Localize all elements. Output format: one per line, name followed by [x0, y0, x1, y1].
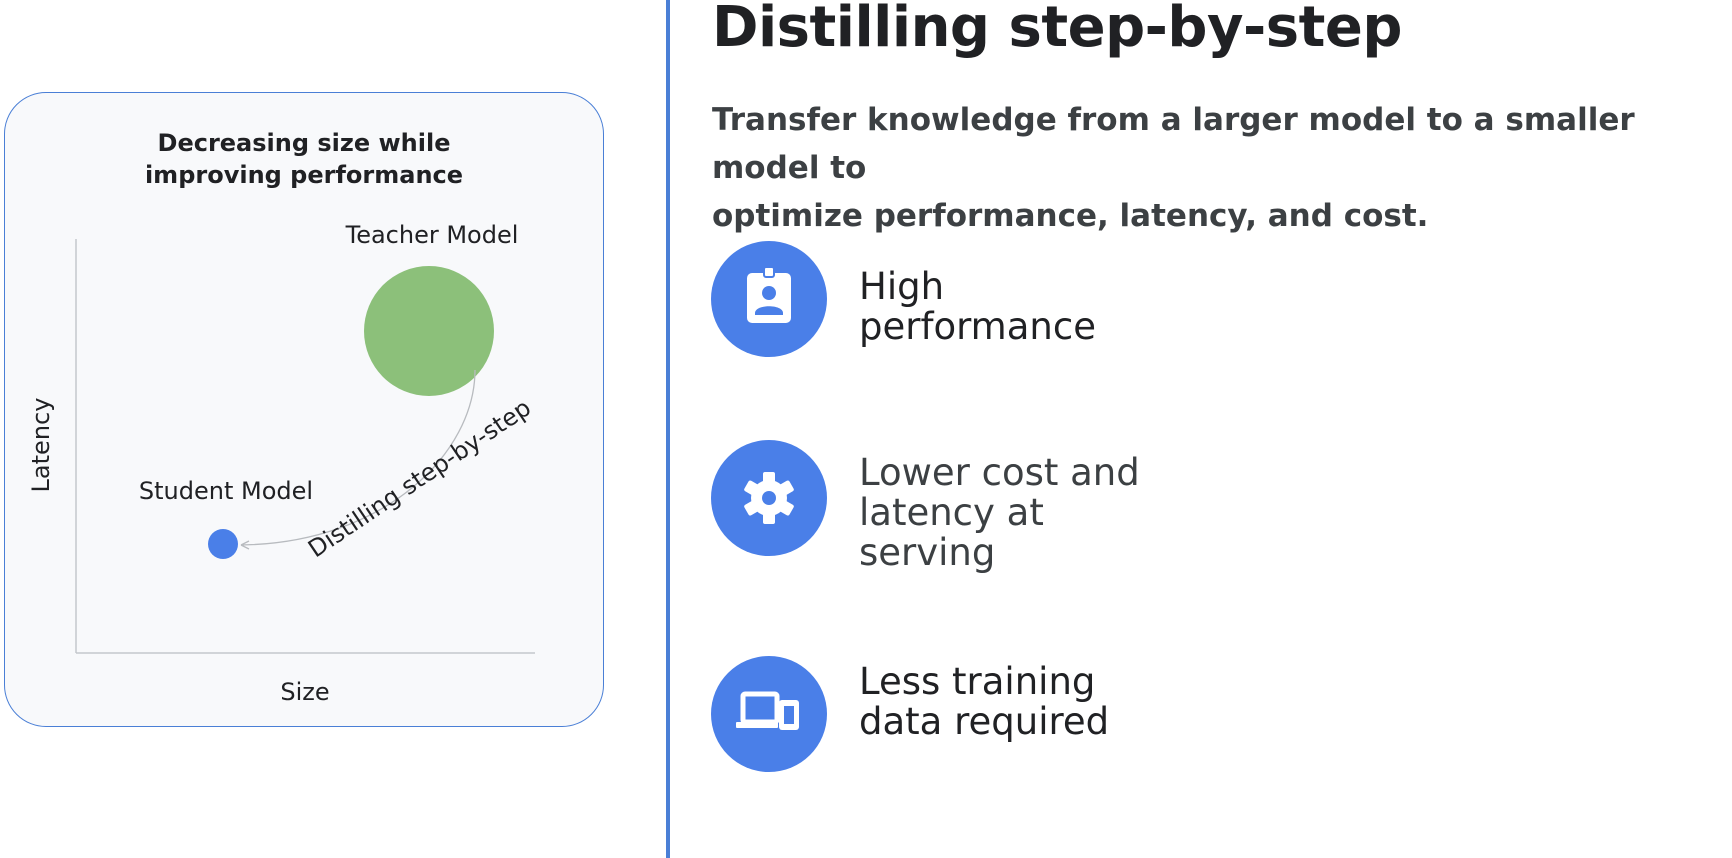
vertical-divider	[666, 0, 670, 858]
feature-lower-cost: Lower cost and latency at serving	[711, 440, 1691, 573]
diagram-title: Decreasing size while improving performa…	[144, 129, 464, 189]
student-model-circle	[208, 529, 238, 559]
diagram-card: Decreasing size while improving performa…	[4, 92, 604, 727]
feature-label: Lower cost and latency at serving	[859, 451, 1140, 574]
feature-label: High performance	[859, 265, 1096, 348]
gear-icon	[711, 440, 827, 556]
student-model-label: Student Model	[139, 477, 313, 505]
badge-person-icon	[711, 241, 827, 357]
arrow-label: Distilling step-by-step	[303, 394, 536, 564]
arrow-head	[240, 540, 250, 550]
distillation-diagram: Size Latency Teacher Model Student Model…	[27, 221, 536, 706]
teacher-model-label: Teacher Model	[345, 221, 519, 249]
distillation-arrow	[240, 369, 476, 546]
feature-high-performance: High performance	[711, 241, 1691, 357]
page-title: Distilling step-by-step	[712, 0, 1402, 60]
y-axis-label: Latency	[27, 398, 55, 493]
page-subtitle: Transfer knowledge from a larger model t…	[712, 102, 1635, 234]
feature-label: Less training data required	[859, 660, 1110, 743]
feature-less-data: Less training data required	[711, 656, 1691, 772]
x-axis-label: Size	[280, 678, 329, 706]
laptop-phone-icon	[711, 656, 827, 772]
teacher-model-circle	[364, 266, 494, 396]
